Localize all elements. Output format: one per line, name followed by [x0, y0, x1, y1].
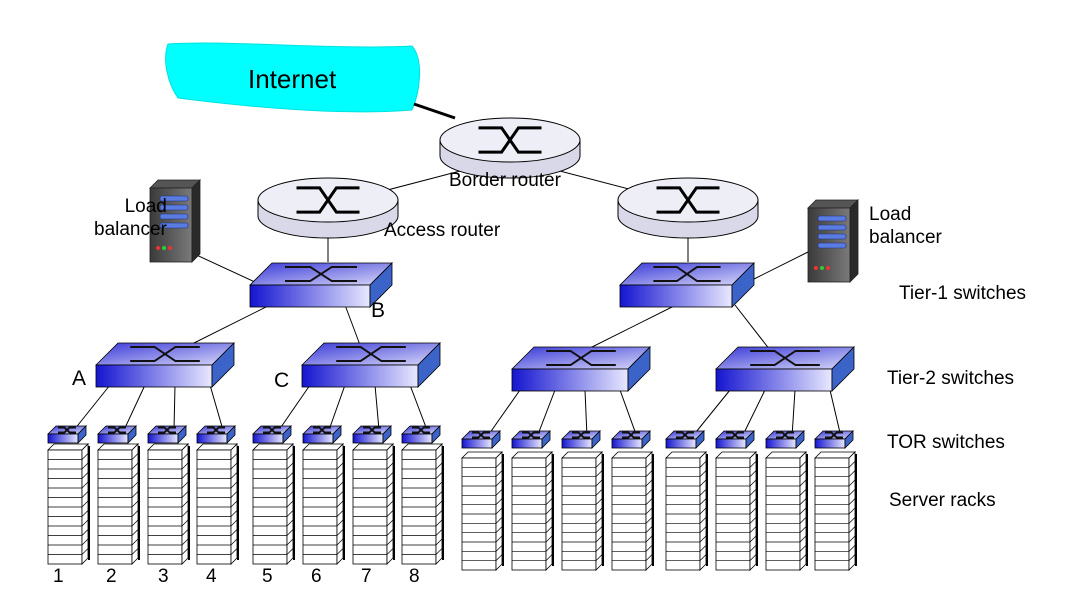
network-link: [328, 384, 346, 431]
internet-link: [413, 102, 456, 120]
tor-switch: [47, 425, 87, 444]
load-balancer-right-server: [807, 199, 859, 283]
server-rack: [814, 451, 857, 571]
network-link: [691, 389, 731, 438]
network-link: [751, 249, 813, 281]
rack-number: 6: [311, 566, 322, 587]
tier2-switch-c: [301, 342, 441, 388]
server-rack: [765, 451, 808, 571]
tor-switch: [561, 430, 601, 449]
server-racks-label: Server racks: [889, 490, 996, 511]
tor-switch: [715, 430, 755, 449]
network-link: [409, 384, 428, 431]
tor-switch: [814, 430, 854, 449]
server-rack: [97, 443, 140, 565]
tier2-label: Tier-2 switches: [887, 368, 1015, 389]
tor-switch: [461, 430, 501, 449]
server-rack: [196, 443, 239, 565]
load-balancer-left-label: Load balancer: [94, 196, 167, 240]
tor-switch: [765, 430, 805, 449]
tor-switch: [147, 425, 187, 444]
access-router-left: [257, 177, 399, 239]
network-link: [123, 384, 146, 431]
tor-switch: [511, 430, 551, 449]
switch-a-label: A: [72, 367, 87, 390]
network-link: [173, 384, 176, 431]
rack-number: 1: [53, 566, 64, 587]
server-rack: [147, 443, 190, 565]
network-link: [791, 389, 796, 438]
rack-number: 3: [158, 566, 169, 587]
access-router-label: Access router: [384, 220, 501, 241]
tor-switch: [97, 425, 137, 444]
rack-number: 4: [206, 566, 217, 587]
network-link: [344, 304, 361, 346]
server-rack: [401, 443, 444, 565]
network-link: [734, 304, 771, 351]
server-rack: [511, 451, 554, 571]
border-router-label: Border router: [449, 170, 561, 191]
server-rack: [715, 451, 758, 571]
tor-switch: [252, 425, 292, 444]
network-link: [278, 384, 311, 431]
network-link: [619, 389, 638, 438]
switch-b-label: B: [371, 299, 386, 322]
load-balancer-right-label: Load balancer: [869, 204, 942, 248]
network-link: [486, 389, 521, 438]
tor-switch: [196, 425, 236, 444]
network-link: [536, 389, 556, 438]
network-link: [209, 384, 224, 431]
network-link: [579, 302, 681, 354]
network-link: [584, 389, 588, 438]
tier1-label: Tier-1 switches: [899, 283, 1027, 304]
rack-number: 2: [106, 566, 117, 587]
rack-number: 7: [361, 566, 372, 587]
server-rack: [561, 451, 604, 571]
tier2-switch-4: [715, 346, 855, 392]
server-rack: [611, 451, 654, 571]
network-link: [741, 389, 766, 438]
tier2-switch-a: [95, 342, 235, 388]
tor-switch: [665, 430, 705, 449]
tor-switch: [302, 425, 342, 444]
network-link: [374, 384, 380, 431]
server-rack: [302, 443, 345, 565]
rack-number: 8: [409, 566, 420, 587]
internet-label: Internet: [248, 64, 337, 94]
network-link: [829, 389, 842, 438]
access-router-right: [617, 177, 759, 239]
tier1-switch-b: [249, 262, 393, 308]
switch-c-label: C: [274, 369, 290, 392]
tier1-switch-right: [619, 262, 755, 308]
server-rack: [352, 443, 395, 565]
internet-cloud: [165, 42, 421, 113]
border-router: [439, 117, 581, 179]
load-balancer-left-server: [149, 179, 201, 263]
tor-label: TOR switches: [887, 432, 1005, 453]
tier2-switch-3: [511, 346, 651, 392]
rack-number: 5: [262, 566, 273, 587]
server-rack: [665, 451, 708, 571]
tor-switch: [401, 425, 441, 444]
server-rack: [47, 443, 90, 565]
tor-switch: [352, 425, 392, 444]
network-link: [73, 384, 111, 431]
network-link: [189, 251, 256, 283]
tor-switch: [611, 430, 651, 449]
server-rack: [252, 443, 295, 565]
server-rack: [461, 451, 504, 571]
